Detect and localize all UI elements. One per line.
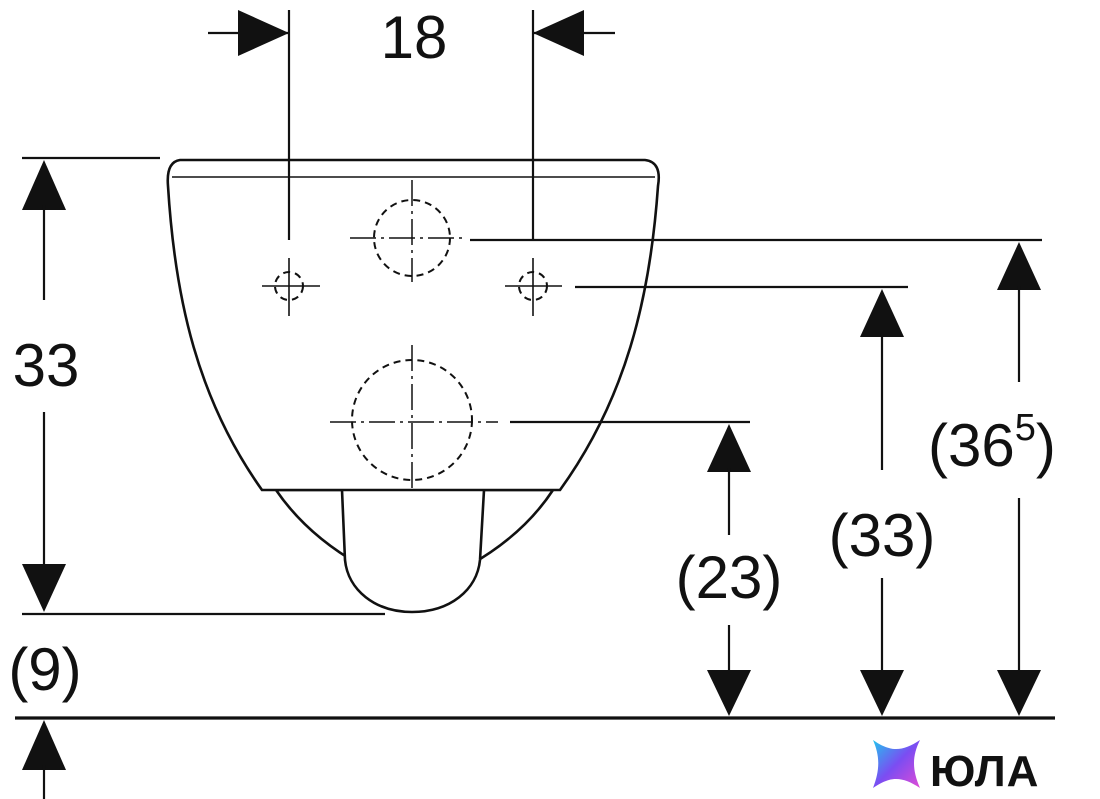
bowl-shell bbox=[166, 158, 660, 492]
inlet-height-label: (365) bbox=[928, 407, 1056, 479]
toilet-outline bbox=[166, 158, 660, 614]
overall-height-label: 33 bbox=[13, 332, 80, 399]
hole-spacing-label: 18 bbox=[381, 4, 448, 71]
dim-inlet-height: (365) bbox=[928, 242, 1056, 716]
holes bbox=[262, 180, 562, 492]
inlet-height-sup: 5 bbox=[1015, 407, 1036, 449]
logo-text: ЮЛА bbox=[930, 747, 1039, 796]
fixing-height-label: (33) bbox=[829, 502, 936, 569]
dim-bottom-clearance: (9) bbox=[8, 636, 82, 799]
bottom-clearance-label: (9) bbox=[8, 636, 81, 703]
trap-outlet bbox=[340, 489, 486, 614]
inlet-height-close: ) bbox=[1036, 412, 1056, 479]
logo-star-icon bbox=[873, 740, 920, 788]
dim-hole-spacing: 18 bbox=[208, 4, 615, 71]
outlet-height-label: (23) bbox=[676, 544, 783, 611]
dim-overall-height: 33 bbox=[13, 160, 80, 612]
dim-fixing-height: (33) bbox=[829, 289, 936, 716]
brand-logo: ЮЛА bbox=[873, 740, 1039, 796]
extension-lines bbox=[15, 10, 1055, 720]
dim-outlet-height: (23) bbox=[676, 424, 783, 716]
inlet-height-main: (36 bbox=[928, 412, 1015, 479]
